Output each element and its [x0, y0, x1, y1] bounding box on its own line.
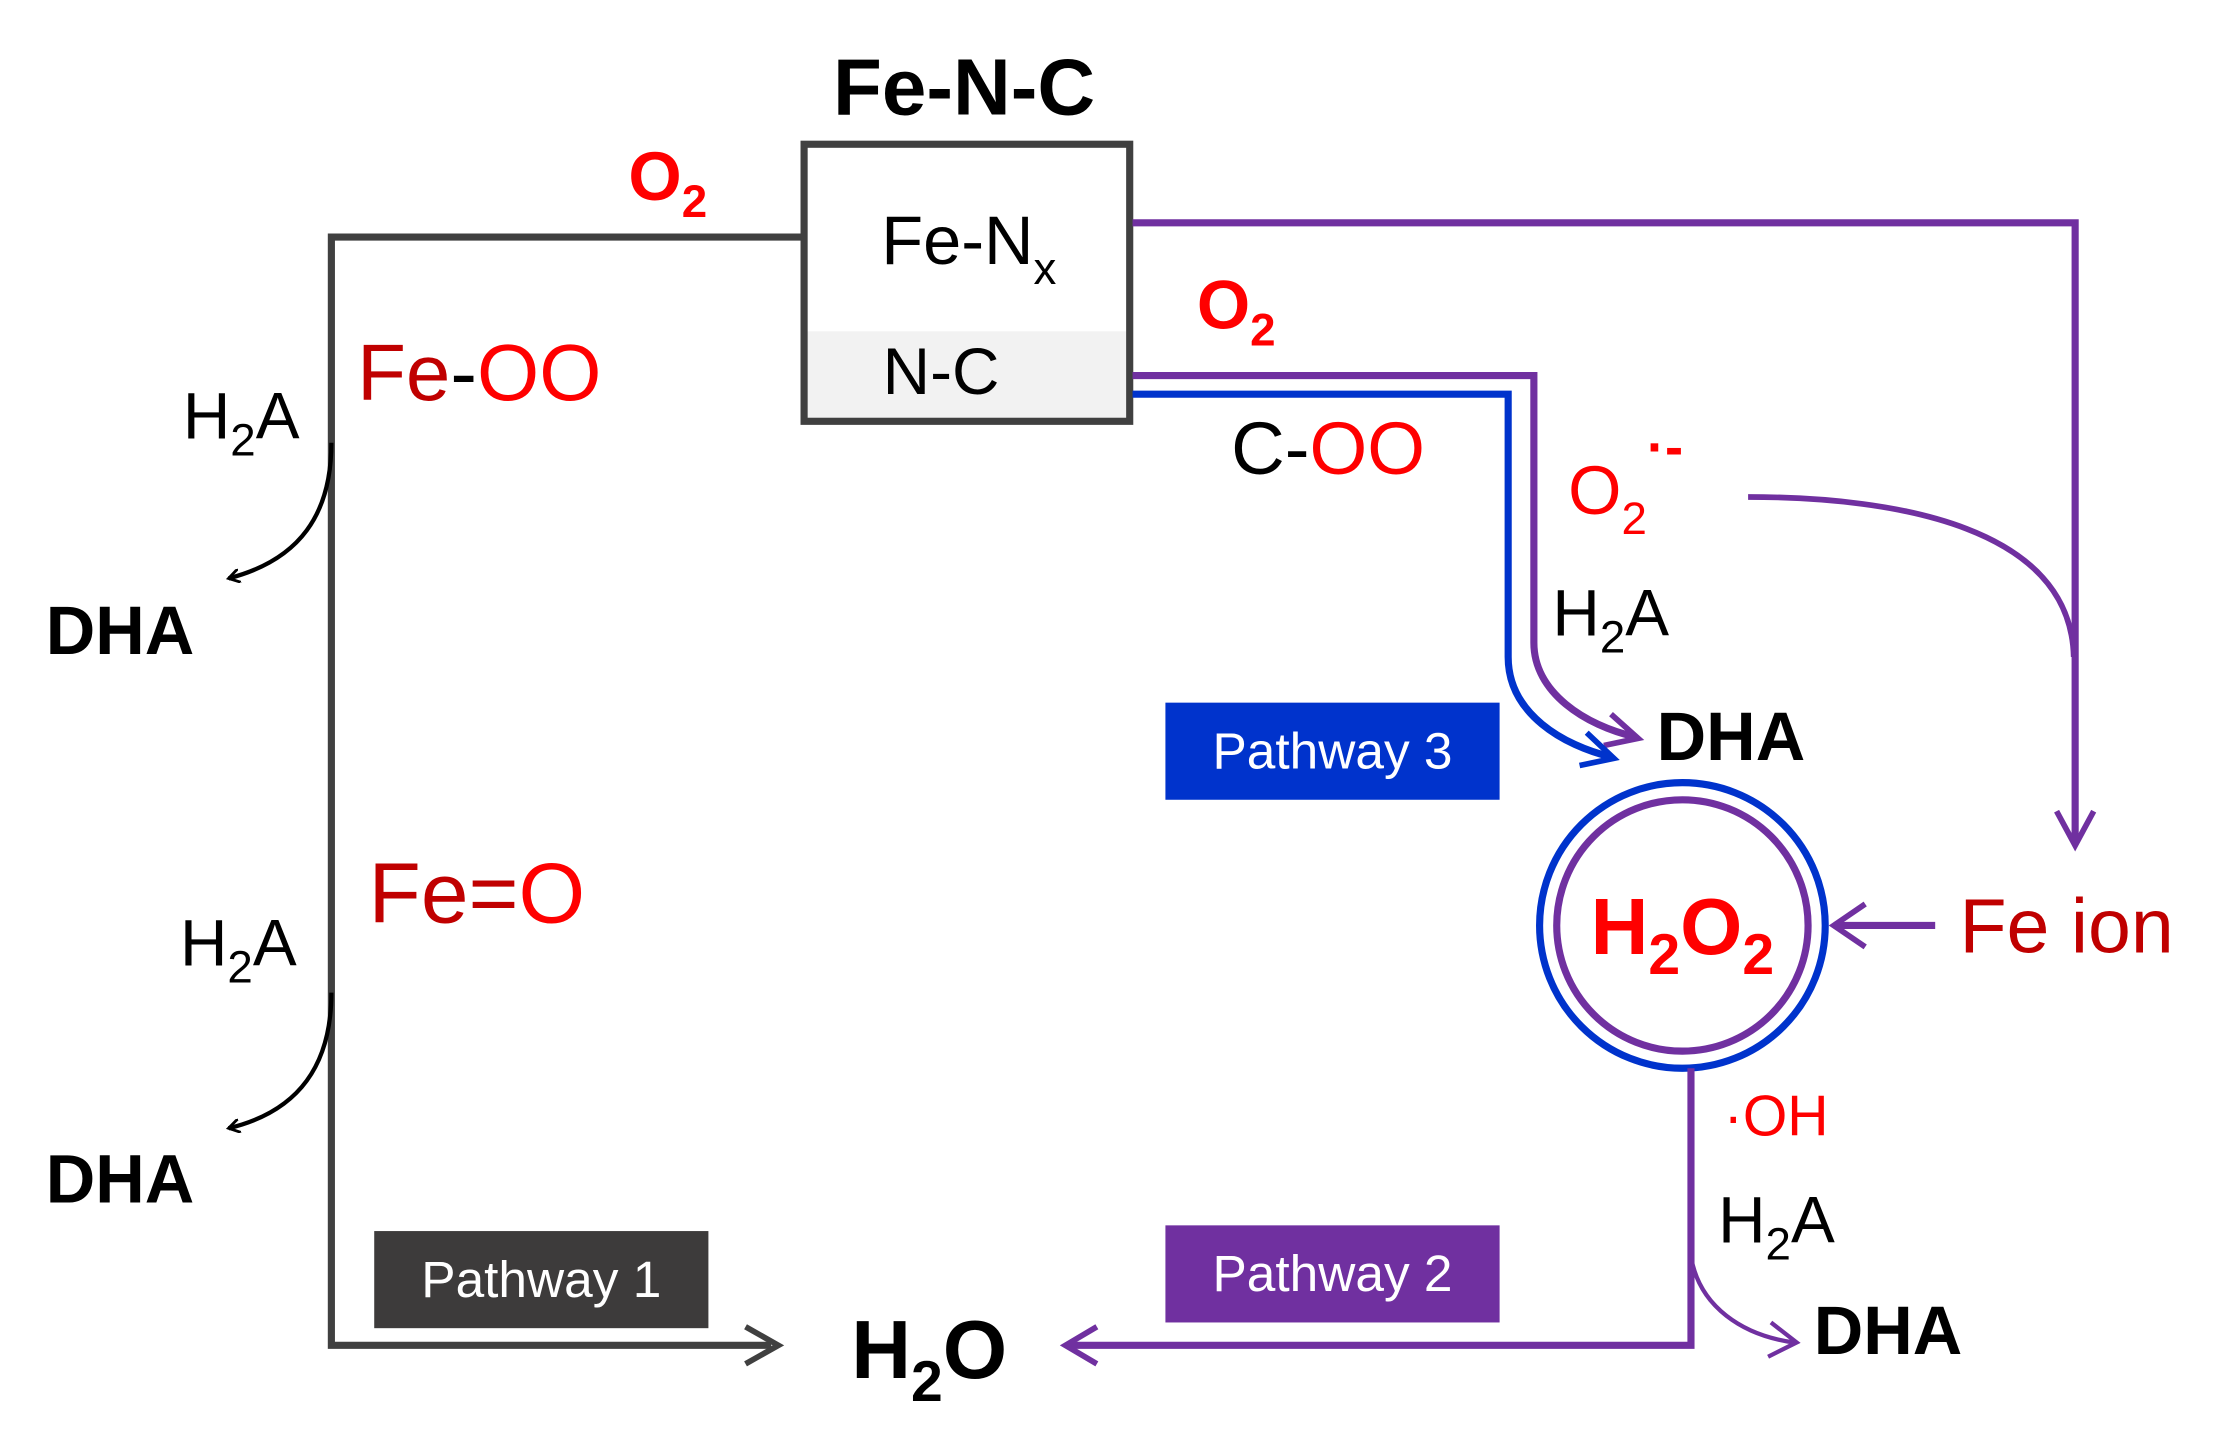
- pathway3-label: Pathway 3: [1212, 721, 1452, 779]
- pathway1-badge: [374, 1231, 709, 1329]
- superoxide-label: O2·-: [1568, 418, 1683, 545]
- dha-product-2: DHA: [46, 1141, 195, 1218]
- fe-o-intermediate: Fe=O: [369, 846, 586, 942]
- o2-label-right: O2: [1197, 266, 1276, 355]
- pathway2-badge: [1165, 1225, 1500, 1323]
- arrow-to-dha-1: [229, 442, 334, 579]
- h2o-product: H2O: [851, 1303, 1007, 1414]
- fe-ion-label: Fe ion: [1959, 884, 2173, 970]
- dha-product-1: DHA: [46, 592, 195, 669]
- c-oo-intermediate: C-OO: [1231, 407, 1425, 490]
- pathway2-label: Pathway 2: [1212, 1244, 1452, 1302]
- arrow-to-dha-2: [229, 992, 334, 1129]
- fe-nx-label: Fe-Nx: [881, 202, 1056, 294]
- catalyst-title: Fe-N-C: [833, 42, 1095, 131]
- h2o2-outer-ring: [1536, 779, 1829, 1072]
- pathway1-line: [327, 233, 803, 1367]
- n-c-label: N-C: [883, 335, 1000, 408]
- pathway2-arrowhead: [1603, 711, 1645, 749]
- h2o2-label: H2O2: [1591, 882, 1775, 987]
- pathway3-line: [1132, 390, 1612, 761]
- dha-product-3: DHA: [1657, 698, 1806, 775]
- pathway2-line-bottom: [1059, 1068, 1695, 1367]
- hydroxyl-radical-label: ·OH: [1724, 1084, 1829, 1148]
- catalyst-box: Fe-Nx N-C: [800, 140, 1134, 425]
- h2a-label-2: H2A: [180, 906, 297, 992]
- h2a-label-4: H2A: [1718, 1183, 1835, 1269]
- fe-oo-intermediate: Fe-OO: [357, 328, 601, 417]
- pathway1-label: Pathway 1: [421, 1250, 661, 1308]
- pathway3-arrowhead: [1578, 730, 1620, 769]
- pathway3-badge: [1165, 702, 1500, 800]
- h2a-label-3: H2A: [1552, 577, 1669, 663]
- dha4-arrowhead: [1767, 1320, 1801, 1359]
- dha-product-4: DHA: [1814, 1292, 1963, 1369]
- pathway2-line-nc: [1132, 372, 1637, 741]
- o2-label-left: O2: [628, 138, 707, 227]
- fe-ion-arrow: [1828, 901, 1936, 950]
- arrow-to-dha-4: [1688, 1256, 1795, 1345]
- h2o2-inner-ring: [1553, 796, 1812, 1055]
- h2a-label-1: H2A: [183, 379, 300, 465]
- superoxide-arrow: [1748, 494, 2077, 658]
- pathway2-line-top: [1132, 219, 2097, 852]
